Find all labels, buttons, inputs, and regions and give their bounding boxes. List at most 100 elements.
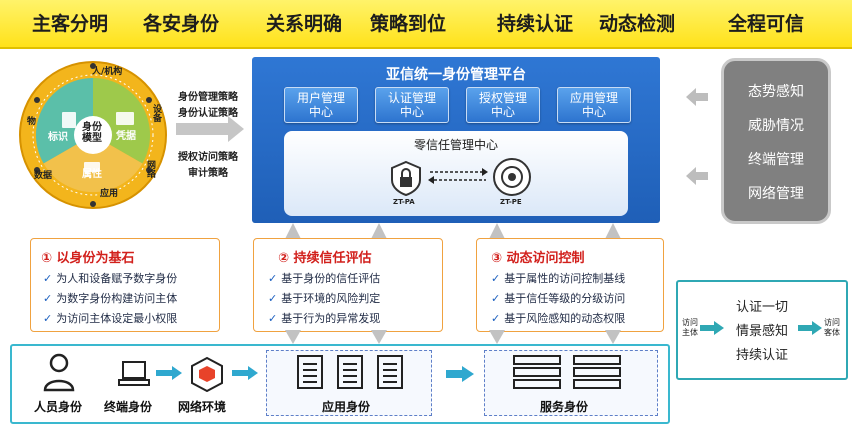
card-2-bullet-3-text: 基于行为的异常发现 xyxy=(281,312,381,325)
check-icon: ✓ xyxy=(491,292,501,305)
seg-cred-label: 凭据 xyxy=(116,131,136,142)
outer-app-label: 应用 xyxy=(100,189,119,199)
terminal-management: 终端管理 xyxy=(748,152,804,168)
service-identity-label: 服务身份 xyxy=(540,400,589,414)
card-2-bullet-3: ✓基于行为的异常发现 xyxy=(268,310,380,326)
arrow-right-icon-3 xyxy=(446,366,474,382)
terminal-icon xyxy=(118,361,150,386)
card-3-bullet-2-text: 基于信任等级的分级访问 xyxy=(504,292,626,305)
arrow-right-icon xyxy=(156,366,182,380)
app-documents-icon xyxy=(297,355,403,389)
card-3-bullet-1-text: 基于属性的访问控制基线 xyxy=(504,272,626,285)
card-dynamic-access: ③ 动态访问控制 ✓基于属性的访问控制基线 ✓基于信任等级的分级访问 ✓基于风险… xyxy=(476,238,664,332)
check-icon: ✓ xyxy=(268,272,278,285)
outer-device-label: 设备 xyxy=(151,104,161,122)
person-identity-label: 人员身份 xyxy=(34,400,83,414)
network-management: 网络管理 xyxy=(748,186,804,202)
card-3-title: ③ 动态访问控制 xyxy=(491,251,585,266)
terminal-identity-label: 终端身份 xyxy=(104,400,153,414)
zt-exchange-arrows-icon xyxy=(428,168,488,184)
zt-title: 零信任管理中心 xyxy=(413,138,498,152)
check-icon: ✓ xyxy=(491,272,501,285)
bottom-down-arrows xyxy=(285,330,621,344)
card-1-bullet-3-text: 为访问主体设定最小权限 xyxy=(56,312,178,325)
slogan-4: 策略到位 xyxy=(370,13,447,35)
left-arrow-icon xyxy=(686,88,708,106)
check-icon: ✓ xyxy=(268,292,278,305)
platform-up-arrows xyxy=(285,223,621,239)
principle-2: 情景感知 xyxy=(735,324,788,339)
card-3-bullet-2: ✓基于信任等级的分级访问 xyxy=(491,290,625,306)
card-2-title: ② 持续信任评估 xyxy=(278,251,372,266)
slogan-6: 动态检测 xyxy=(599,13,676,35)
outer-network-label: 网络 xyxy=(145,160,155,178)
policy-identity-auth: 身份认证策略 xyxy=(178,108,238,119)
card-1-bullet-2-text: 为数字身份构建访问主体 xyxy=(56,292,178,305)
card-3-bullet-3: ✓基于风险感知的动态权限 xyxy=(491,310,625,326)
right-arrow-icon xyxy=(700,321,724,335)
threat-situation: 威胁情况 xyxy=(748,118,804,134)
check-icon: ✓ xyxy=(268,312,278,325)
slogan-5: 持续认证 xyxy=(497,13,574,35)
outer-thing-label: 物 xyxy=(27,117,37,127)
check-icon: ✓ xyxy=(43,312,53,325)
card-1-bullet-1-text: 为人和设备赋予数字身份 xyxy=(56,272,178,285)
left-arrow-icon-2 xyxy=(686,167,708,185)
card-1-bullet-2: ✓为数字身份构建访问主体 xyxy=(43,290,177,306)
app-identity-box xyxy=(266,350,432,416)
policy-identity-mgmt: 身份管理策略 xyxy=(178,92,238,103)
app-identity-label: 应用身份 xyxy=(322,400,371,414)
check-icon: ✓ xyxy=(43,292,53,305)
network-cube-icon xyxy=(191,356,223,392)
policy-arrow-icon xyxy=(176,116,244,142)
principle-3: 持续认证 xyxy=(735,348,788,363)
identity-model-wheel xyxy=(19,61,167,209)
check-icon: ✓ xyxy=(43,272,53,285)
zt-pe-label: ZT-PE xyxy=(500,198,522,206)
card-identity-foundation: ① 以身份为基石 ✓为人和设备赋予数字身份 ✓为数字身份构建访问主体 ✓为访问主… xyxy=(30,238,220,332)
app-mgmt-center[interactable]: 应用管理 中心 xyxy=(557,87,631,123)
check-icon: ✓ xyxy=(491,312,501,325)
card-continuous-trust: ② 持续信任评估 ✓基于身份的信任评估 ✓基于环境的风险判定 ✓基于行为的异常发… xyxy=(253,238,443,332)
card-3-bullet-1: ✓基于属性的访问控制基线 xyxy=(491,270,625,286)
person-icon xyxy=(43,353,75,392)
policy-access: 授权访问策略 xyxy=(178,152,238,163)
auth-mgmt-center[interactable]: 认证管理 中心 xyxy=(375,87,449,123)
card-2-bullet-2-text: 基于环境的风险判定 xyxy=(281,292,381,305)
top-banner: 主客分明 各安身份 关系明确 策略到位 持续认证 动态检测 全程可信 xyxy=(0,0,852,49)
card-1-bullet-3: ✓为访问主体设定最小权限 xyxy=(43,310,177,326)
access-subject-label: 访问 主体 xyxy=(682,318,698,337)
zero-trust-center: 零信任管理中心 xyxy=(284,131,628,216)
access-principle-box: 访问 主体 认证一切 情景感知 持续认证 访问 客体 xyxy=(676,280,848,380)
card-2-bullet-2: ✓基于环境的风险判定 xyxy=(268,290,380,306)
slogan-7: 全程可信 xyxy=(728,13,805,35)
network-env-label: 网络环境 xyxy=(178,400,227,414)
monitoring-panel: 态势感知 威胁情况 终端管理 网络管理 xyxy=(721,58,831,224)
principle-1: 认证一切 xyxy=(735,300,788,315)
card-2-bullet-1-text: 基于身份的信任评估 xyxy=(281,272,381,285)
outer-person-label: 人/机构 xyxy=(92,67,123,77)
authorization-mgmt-center[interactable]: 授权管理 中心 xyxy=(466,87,540,123)
situation-awareness: 态势感知 xyxy=(748,84,804,100)
arrow-right-icon-2 xyxy=(232,366,258,380)
zt-pa-lock-icon xyxy=(391,160,421,196)
wheel-center-label: 身份 模型 xyxy=(82,122,102,144)
policy-audit: 审计策略 xyxy=(188,168,228,179)
user-mgmt-center[interactable]: 用户管理 中心 xyxy=(284,87,358,123)
zt-pa-label: ZT-PA xyxy=(393,198,415,206)
card-1-title: ① 以身份为基石 xyxy=(41,251,135,266)
right-arrow-icon-2 xyxy=(798,321,822,335)
seg-attr-label: 属性 xyxy=(82,169,102,180)
card-2-bullet-1: ✓基于身份的信任评估 xyxy=(268,270,380,286)
card-1-bullet-1: ✓为人和设备赋予数字身份 xyxy=(43,270,177,286)
zt-pe-disc-icon xyxy=(493,158,531,196)
outer-data-label: 数据 xyxy=(34,171,53,181)
slogan-1: 主客分明 xyxy=(32,13,109,35)
card-3-bullet-3-text: 基于风险感知的动态权限 xyxy=(504,312,626,325)
server-rack-icon xyxy=(513,355,621,389)
slogan-2: 各安身份 xyxy=(143,13,220,35)
platform-title: 亚信统一身份管理平台 xyxy=(386,67,526,83)
seg-tag-label: 标识 xyxy=(48,132,68,143)
access-object-label: 访问 客体 xyxy=(824,318,840,337)
slogan-3: 关系明确 xyxy=(266,13,343,35)
